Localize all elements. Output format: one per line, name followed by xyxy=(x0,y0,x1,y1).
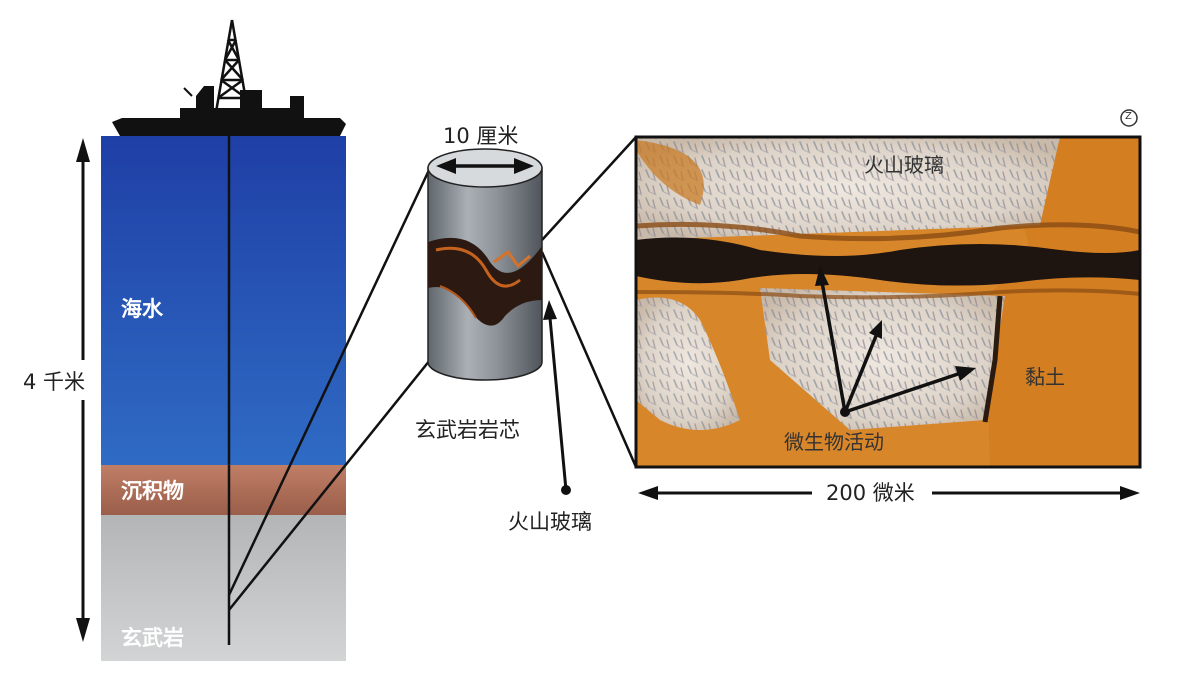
basalt-label: 玄武岩 xyxy=(121,626,184,650)
clay-label: 黏土 xyxy=(1025,365,1065,389)
basalt-core-label: 玄武岩岩芯 xyxy=(415,418,520,442)
basalt-core-icon xyxy=(427,148,543,381)
basalt-layer xyxy=(101,515,346,661)
seawater-label: 海水 xyxy=(121,297,163,321)
core-diameter-label: 10 厘米 xyxy=(443,124,519,148)
volcanic-glass-pointer xyxy=(543,300,571,495)
sediment-layer xyxy=(101,465,346,515)
diameter-arrow xyxy=(436,158,534,174)
zoom-lines-core xyxy=(227,167,432,611)
microbial-arrows xyxy=(815,266,976,417)
scale-arrow xyxy=(638,486,1140,500)
micrograph-frame xyxy=(634,135,1142,469)
scale-label: 200 微米 xyxy=(826,481,915,505)
micro-volcanic-glass-label: 火山玻璃 xyxy=(864,153,944,177)
sediment-label: 沉积物 xyxy=(121,479,184,503)
micrograph-panel xyxy=(636,137,1140,467)
volcanic-glass-core-label: 火山玻璃 xyxy=(508,510,592,534)
zoom-lines-micrograph xyxy=(540,136,638,468)
depth-arrow xyxy=(76,138,90,642)
drill-ship-icon xyxy=(112,19,346,136)
corner-mark-label: Z xyxy=(1125,111,1132,122)
microbial-activity-label: 微生物活动 xyxy=(784,430,884,454)
ocean-column xyxy=(101,118,346,661)
seawater-layer xyxy=(101,136,346,465)
depth-label: 4 千米 xyxy=(23,370,86,394)
corner-mark-icon xyxy=(1120,109,1138,127)
derrick-icon xyxy=(214,19,250,113)
